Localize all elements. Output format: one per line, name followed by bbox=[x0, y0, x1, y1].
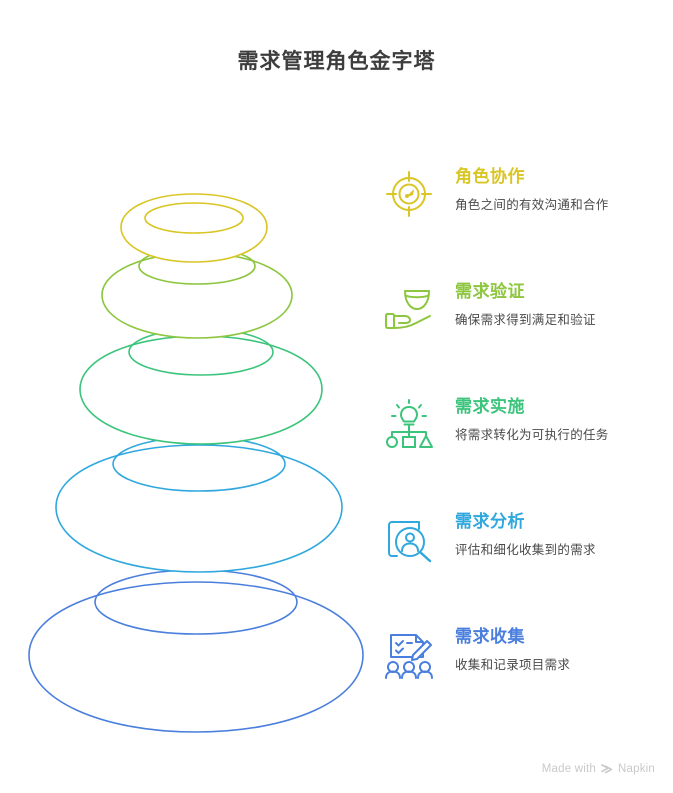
pyramid-stone-level-3 bbox=[79, 328, 323, 445]
legend-list: 角色协作 角色之间的有效沟通和合作 需求验证 确保需求得到满足和验证 bbox=[380, 160, 673, 735]
legend-item-requirement-implementation[interactable]: 需求实施 将需求转化为可执行的任务 bbox=[380, 390, 673, 505]
document-person-search-icon bbox=[383, 513, 435, 565]
legend-description: 确保需求得到满足和验证 bbox=[455, 312, 596, 327]
legend-item-role-collaboration[interactable]: 角色协作 角色之间的有效沟通和合作 bbox=[380, 160, 673, 275]
legend-title: 需求实施 bbox=[455, 397, 525, 416]
pyramid-stone-level-2 bbox=[101, 247, 293, 339]
legend-title: 需求分析 bbox=[455, 512, 525, 531]
legend-item-requirement-gathering[interactable]: 需求收集 收集和记录项目需求 bbox=[380, 620, 673, 735]
watermark-prefix: Made with bbox=[541, 763, 596, 775]
legend-title: 需求收集 bbox=[455, 627, 525, 646]
legend-description: 收集和记录项目需求 bbox=[455, 657, 571, 672]
legend-description: 将需求转化为可执行的任务 bbox=[455, 427, 609, 442]
hand-bowl-icon bbox=[383, 283, 435, 335]
page-title: 需求管理角色金字塔 bbox=[237, 50, 436, 73]
pyramid-stone-level-5 bbox=[28, 569, 364, 733]
napkin-logo-icon bbox=[601, 763, 613, 775]
lightbulb-tasks-icon bbox=[383, 398, 435, 450]
legend-title: 需求验证 bbox=[455, 282, 525, 301]
legend-title: 角色协作 bbox=[455, 167, 525, 186]
legend-description: 角色之间的有效沟通和合作 bbox=[455, 197, 609, 212]
watermark: Made with Napkin bbox=[542, 763, 655, 775]
target-compass-icon bbox=[383, 168, 435, 220]
pyramid-stone-stack bbox=[0, 170, 380, 750]
checklist-people-icon bbox=[383, 628, 435, 680]
legend-item-requirement-validation[interactable]: 需求验证 确保需求得到满足和验证 bbox=[380, 275, 673, 390]
watermark-brand: Napkin bbox=[618, 763, 655, 775]
pyramid-stone-level-4 bbox=[55, 436, 343, 573]
legend-item-requirement-analysis[interactable]: 需求分析 评估和细化收集到的需求 bbox=[380, 505, 673, 620]
legend-description: 评估和细化收集到的需求 bbox=[455, 542, 596, 557]
pyramid-stone-level-1 bbox=[120, 193, 268, 263]
